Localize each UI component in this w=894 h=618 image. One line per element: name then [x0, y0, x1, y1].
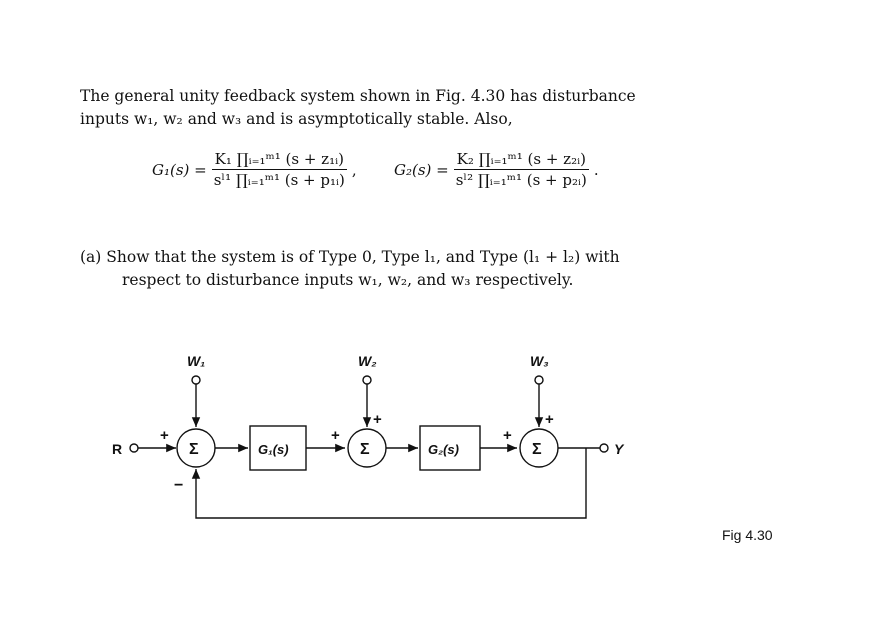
intro-line-2: inputs w₁, w₂ and w₃ and is asymptotical…: [80, 110, 513, 128]
w2-terminal: [362, 375, 372, 385]
w1-terminal: [191, 375, 201, 385]
figure-caption: Fig 4.30: [722, 527, 773, 543]
intro-line-1: The general unity feedback system shown …: [80, 87, 636, 105]
g2-label: G₂(s): [428, 442, 459, 457]
output-terminal: [599, 443, 609, 453]
g2-fraction: K₂ ∏ᵢ₌₁ᵐ¹ (s + z₂ᵢ) sˡ² ∏ᵢ₌₁ᵐ¹ (s + p₂ᵢ): [453, 150, 590, 189]
equation-g1: G₁(s) = K₁ ∏ᵢ₌₁ᵐ¹ (s + z₁ᵢ) sˡ¹ ∏ᵢ₌₁ᵐ¹ (…: [152, 150, 357, 189]
input-label: R: [112, 441, 122, 457]
s2-left-plus-sign: +: [331, 427, 340, 444]
g2-lhs: G₂(s) =: [394, 160, 449, 179]
summer-1-symbol: Σ: [189, 441, 199, 458]
summer-2-symbol: Σ: [360, 441, 370, 458]
w3-terminal: [534, 375, 544, 385]
part-a: (a) Show that the system is of Type 0, T…: [80, 246, 720, 292]
g1-lhs: G₁(s) =: [152, 160, 207, 179]
feedback-path: [191, 448, 587, 519]
g2-trail: .: [593, 160, 599, 179]
problem-intro: The general unity feedback system shown …: [80, 85, 700, 131]
w2-label: W₂: [358, 353, 377, 369]
g1-denominator: sˡ¹ ∏ᵢ₌₁ᵐ¹ (s + p₁ᵢ): [213, 171, 345, 189]
s3-top-plus-sign: +: [545, 411, 554, 428]
g2-denominator: sˡ² ∏ᵢ₌₁ᵐ¹ (s + p₂ᵢ): [455, 171, 587, 189]
g1-trail: ,: [351, 160, 357, 179]
g1-numerator: K₁ ∏ᵢ₌₁ᵐ¹ (s + z₁ᵢ): [211, 150, 347, 170]
output-label: Y: [614, 441, 625, 457]
w1-label: W₁: [187, 353, 205, 369]
summer-3-symbol: Σ: [532, 441, 542, 458]
g2-numerator: K₂ ∏ᵢ₌₁ᵐ¹ (s + z₂ᵢ): [453, 150, 589, 170]
g1-block: [249, 425, 307, 471]
equation-g2: G₂(s) = K₂ ∏ᵢ₌₁ᵐ¹ (s + z₂ᵢ) sˡ² ∏ᵢ₌₁ᵐ¹ (…: [394, 150, 599, 189]
s2-top-plus-sign: +: [373, 411, 382, 428]
s1-minus-sign: −: [174, 477, 183, 494]
g1-label: G₁(s): [258, 442, 289, 457]
s3-left-plus-sign: +: [503, 427, 512, 444]
g2-block: [419, 425, 481, 471]
w3-label: W₃: [530, 353, 549, 369]
part-a-line-2: respect to disturbance inputs w₁, w₂, an…: [122, 271, 574, 289]
g1-fraction: K₁ ∏ᵢ₌₁ᵐ¹ (s + z₁ᵢ) sˡ¹ ∏ᵢ₌₁ᵐ¹ (s + p₁ᵢ): [211, 150, 348, 189]
s1-plus-sign: +: [160, 427, 169, 444]
input-terminal: [129, 443, 139, 453]
part-a-line-1: (a) Show that the system is of Type 0, T…: [80, 248, 620, 266]
